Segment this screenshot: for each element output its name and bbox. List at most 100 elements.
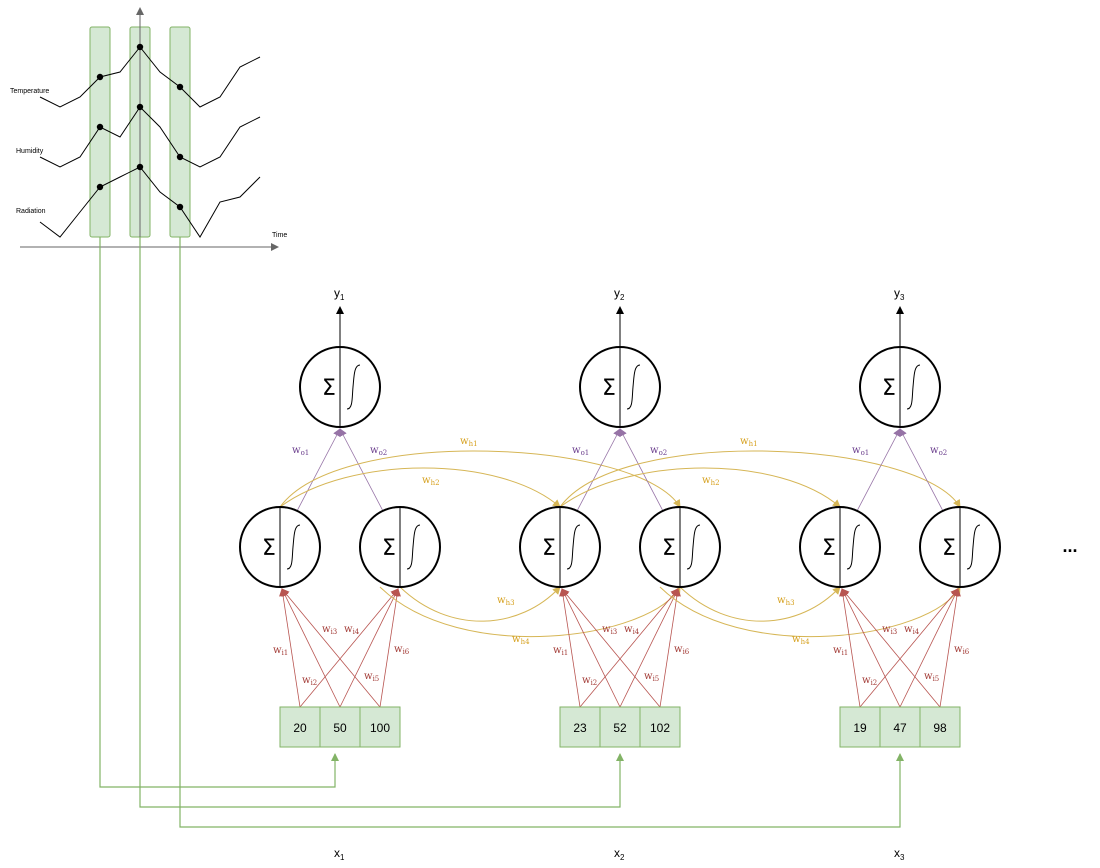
weight-label-i2: wi2 <box>862 675 877 687</box>
input-arrow <box>859 588 959 708</box>
weight-label-i6: wi6 <box>394 644 410 656</box>
weight-label-o2: wo2 <box>370 445 387 457</box>
feed-line-3 <box>179 237 904 828</box>
input-arrow <box>839 588 861 708</box>
weight-label-i1: wi1 <box>273 645 288 657</box>
weight-label-i2: wi2 <box>302 675 317 687</box>
sum-symbol: Σ <box>662 536 676 561</box>
input-value: 47 <box>893 721 907 735</box>
input-arrow <box>299 588 399 708</box>
time-axis-label: Time <box>272 232 287 239</box>
weight-label-i4: wi4 <box>344 624 360 636</box>
output-label-y1: y1 <box>334 286 345 302</box>
input-arrow <box>559 588 581 708</box>
recurrent-arrow-h1 <box>559 450 961 508</box>
input-arrow <box>841 588 941 708</box>
input-arrow <box>659 588 681 708</box>
input-value: 98 <box>933 721 947 735</box>
humidity-line <box>39 106 261 168</box>
weight-label-o1: wo1 <box>572 445 589 457</box>
weight-label-o1: wo1 <box>292 445 309 457</box>
weight-label-h4: wh4 <box>512 634 530 646</box>
sample-point <box>96 73 104 81</box>
sample-point <box>176 83 184 91</box>
weight-label-o2: wo2 <box>930 445 947 457</box>
output-arrow <box>296 428 341 512</box>
sum-symbol: Σ <box>382 536 396 561</box>
input-weights <box>559 588 681 708</box>
weight-label-i3: wi3 <box>322 624 337 636</box>
weight-label-i3: wi3 <box>882 624 897 636</box>
continuation-ellipsis: ... <box>1062 536 1077 556</box>
weight-label-i3: wi3 <box>602 624 617 636</box>
time-window-1 <box>89 26 111 238</box>
radiation-label: Radiation <box>16 208 46 215</box>
weight-label-i1: wi1 <box>553 645 568 657</box>
weight-label-h1: wh1 <box>460 436 478 448</box>
sigmoid-icon <box>966 524 981 570</box>
weight-label-i5: wi5 <box>644 671 659 683</box>
sigmoid-icon <box>846 524 861 570</box>
weight-label-i2: wi2 <box>582 675 597 687</box>
input-box <box>599 706 641 748</box>
input-label-x3: x3 <box>894 846 905 862</box>
input-arrow <box>579 588 679 708</box>
weight-label-o1: wo1 <box>852 445 869 457</box>
sigmoid-icon <box>626 364 641 410</box>
input-value: 102 <box>650 721 670 735</box>
output-arrow <box>856 428 901 512</box>
input-arrow <box>561 588 621 708</box>
weight-label-h4: wh4 <box>792 634 810 646</box>
input-arrow <box>339 588 399 708</box>
input-weights <box>839 588 961 708</box>
feed-line-1 <box>99 237 339 788</box>
input-value: 20 <box>293 721 307 735</box>
recurrent-arrow-h2 <box>279 467 561 508</box>
recurrent-arrow-h4 <box>379 586 681 638</box>
radiation-line <box>39 166 261 238</box>
timeseries-panel: Temperature Humidity Radiation Time <box>10 7 287 251</box>
sigmoid-icon <box>346 364 361 410</box>
recurrent-weights <box>559 450 961 638</box>
temperature-line <box>39 46 261 108</box>
recurrent-weights <box>279 450 681 638</box>
sigmoid-icon <box>686 524 701 570</box>
input-arrow <box>619 588 679 708</box>
sum-symbol: Σ <box>602 376 616 401</box>
hidden-neuron-1: Σ <box>519 506 601 588</box>
input-box <box>879 706 921 748</box>
sum-symbol: Σ <box>322 376 336 401</box>
humidity-label: Humidity <box>16 148 44 155</box>
sum-symbol: Σ <box>822 536 836 561</box>
recurrent-arrow-h4 <box>659 586 961 638</box>
weight-label-i5: wi5 <box>364 671 379 683</box>
input-arrow <box>379 588 401 708</box>
output-arrow <box>339 428 384 512</box>
input-value: 23 <box>573 721 587 735</box>
feed-line-2 <box>139 237 624 808</box>
weight-label-o2: wo2 <box>650 445 667 457</box>
input-arrow <box>281 588 381 708</box>
sigmoid-icon <box>286 524 301 570</box>
sample-point <box>136 103 144 111</box>
recurrent-arrow-h2 <box>559 467 841 508</box>
weight-label-i5: wi5 <box>924 671 939 683</box>
input-arrow <box>841 588 901 708</box>
sample-point <box>96 183 104 191</box>
hidden-neuron-2: Σ <box>359 506 441 588</box>
weight-label-i4: wi4 <box>904 624 920 636</box>
output-arrow <box>899 428 944 512</box>
weight-label-h2: wh2 <box>422 475 440 487</box>
sigmoid-icon <box>906 364 921 410</box>
weight-label-i1: wi1 <box>833 645 848 657</box>
sum-symbol: Σ <box>882 376 896 401</box>
input-weights <box>279 588 401 708</box>
sum-symbol: Σ <box>262 536 276 561</box>
input-arrow <box>281 588 341 708</box>
input-label-x2: x2 <box>614 846 625 862</box>
input-box <box>919 706 961 748</box>
hidden-neuron-1: Σ <box>239 506 321 588</box>
